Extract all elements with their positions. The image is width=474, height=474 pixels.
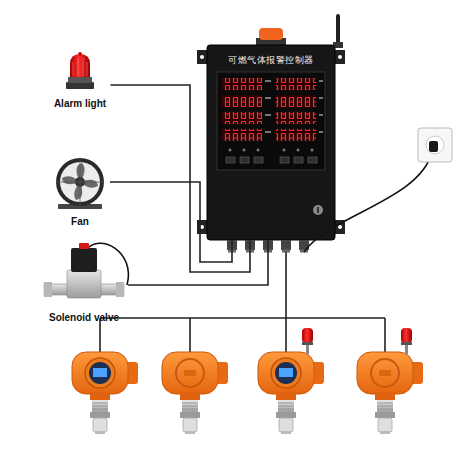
gas-detector — [258, 328, 324, 434]
alarm-light: Alarm light — [50, 50, 111, 112]
key-button — [294, 157, 303, 163]
led-row — [276, 129, 316, 141]
detector-lamp — [401, 328, 412, 354]
signal-wire — [111, 85, 251, 272]
led-row — [276, 78, 316, 90]
mount-hole — [338, 225, 342, 229]
status-led — [257, 149, 260, 152]
detector-body — [72, 352, 138, 434]
gas-detector — [72, 352, 138, 434]
signal-wire — [110, 182, 232, 262]
controller-body — [207, 45, 335, 240]
valve-body — [67, 270, 101, 298]
antenna — [336, 14, 340, 46]
led-row — [222, 78, 262, 90]
siren-button — [259, 28, 283, 40]
mount-hole — [338, 55, 342, 59]
status-led — [297, 149, 300, 152]
unit-marks — [265, 81, 323, 132]
detector-body — [162, 352, 228, 434]
key-button — [226, 157, 235, 163]
fan-housing — [56, 158, 104, 206]
alarm-light-icon — [66, 52, 94, 89]
panel-title: 可燃气体报警控制器 — [228, 55, 314, 65]
fan: Fan — [50, 150, 110, 230]
fan-icon — [56, 158, 104, 209]
device-label: Alarm light — [54, 98, 106, 110]
led-row — [222, 129, 262, 141]
lamp-base — [66, 82, 94, 89]
controller-housing — [197, 14, 345, 251]
detector-body — [258, 352, 324, 434]
mount-hole — [200, 55, 204, 59]
status-led — [283, 149, 286, 152]
detector-cover — [371, 359, 399, 387]
power-cable — [304, 152, 432, 252]
key-button — [280, 157, 289, 163]
detector-body — [357, 352, 423, 434]
pipe-nut — [44, 282, 52, 297]
detector-display — [271, 358, 301, 388]
pipe-nut — [116, 282, 124, 297]
keypad — [226, 157, 317, 163]
solenoid-valve: Solenoid valve — [40, 238, 128, 326]
led-row — [222, 112, 262, 124]
socket-plate — [418, 128, 452, 162]
detector-cover — [176, 359, 204, 387]
key-button — [240, 157, 249, 163]
device-label: Solenoid valve — [49, 312, 119, 324]
lamp-knob — [78, 52, 82, 56]
lamp-ring — [68, 77, 92, 83]
led-row — [276, 112, 316, 124]
device-label: Fan — [71, 216, 89, 228]
detector-lamp — [302, 328, 313, 354]
led-row — [222, 95, 262, 107]
fan-guard — [56, 158, 104, 206]
status-led — [229, 149, 232, 152]
status-led — [243, 149, 246, 152]
valve-coil — [71, 248, 97, 272]
signal-wire — [128, 240, 268, 285]
cable-gland — [281, 240, 291, 250]
status-led — [311, 149, 314, 152]
solenoid-valve-icon — [44, 243, 128, 298]
lamp-dome — [70, 54, 90, 77]
led-displays — [222, 78, 323, 141]
display-panel — [217, 72, 325, 170]
detector-display — [85, 358, 115, 388]
key-button — [308, 157, 317, 163]
socket-face — [426, 136, 444, 154]
power-socket — [304, 128, 452, 252]
valve-cap — [79, 243, 89, 249]
detector-bus-wire — [100, 252, 385, 352]
power-plug — [429, 141, 438, 152]
key-lock — [313, 205, 323, 215]
lamp-ribs — [73, 58, 87, 76]
led-row — [276, 95, 316, 107]
status-leds — [229, 149, 314, 152]
gas-detector — [357, 328, 423, 434]
key-button — [254, 157, 263, 163]
alarm-controller: 可燃气体报警控制器 — [207, 45, 335, 240]
key-slot — [317, 207, 319, 213]
gas-detector — [162, 352, 228, 434]
